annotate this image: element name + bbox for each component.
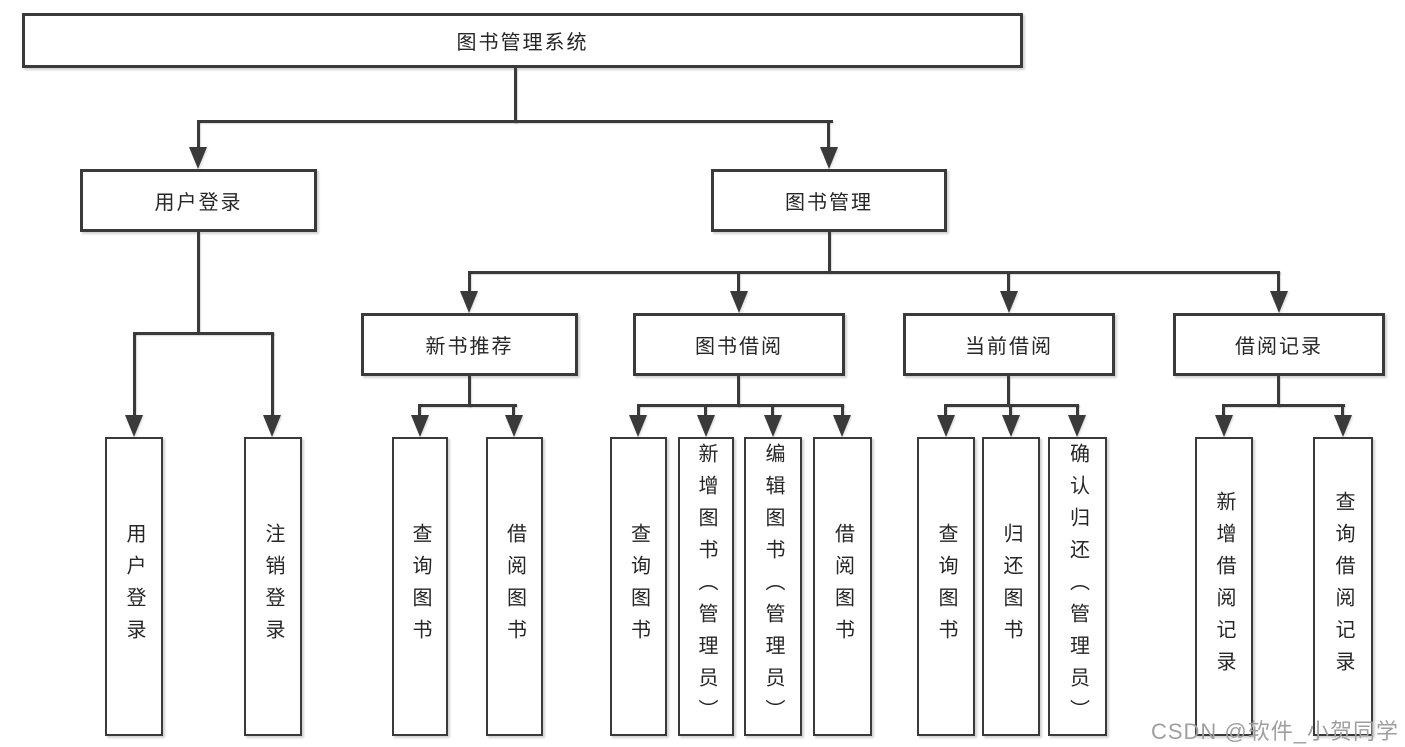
connector-line [133, 332, 136, 416]
node-book-borrow-label: 图书借阅 [695, 336, 783, 358]
node-borrow-records-label: 借阅记录 [1235, 336, 1323, 358]
arrow-down-icon [1215, 415, 1233, 437]
arrow-down-icon [1270, 291, 1288, 313]
arrow-down-icon [937, 415, 955, 437]
node-leaf-recommend-borrow-book-label: 借阅图书 [503, 522, 526, 651]
connector-line [737, 376, 740, 407]
node-current-borrow: 当前借阅 [903, 313, 1115, 376]
node-leaf-edit-book-admin-label: 编辑图书（管理员） [762, 442, 784, 731]
connector-line [468, 376, 471, 407]
node-leaf-recommend-query-book-label: 查询图书 [409, 522, 431, 651]
arrow-down-icon [460, 291, 478, 313]
node-user-login: 用户登录 [80, 169, 317, 232]
node-book-management-label: 图书管理 [785, 192, 873, 214]
arrow-down-icon [629, 415, 647, 437]
connector-line [1007, 376, 1010, 407]
node-root-label: 图书管理系统 [456, 32, 589, 54]
connector-line [1009, 404, 1012, 417]
node-leaf-borrow-query-book: 查询图书 [610, 437, 667, 736]
connector-line [944, 404, 947, 417]
node-leaf-return-book-label: 归还图书 [1000, 522, 1022, 651]
node-book-borrow: 图书借阅 [633, 313, 845, 376]
arrow-down-icon [189, 147, 207, 169]
connector-line [1277, 376, 1280, 407]
node-leaf-logout-label: 注销登录 [262, 522, 284, 651]
node-leaf-query-borrow-record: 查询借阅记录 [1313, 437, 1373, 736]
node-borrow-records: 借阅记录 [1173, 313, 1385, 376]
csdn-watermark: CSDN @软件_小贺同学 [1150, 719, 1399, 744]
arrow-down-icon [833, 415, 851, 437]
connector-line [197, 120, 200, 151]
connector-line [468, 271, 1280, 274]
connector-line [133, 332, 274, 335]
arrow-down-icon [1002, 415, 1020, 437]
arrow-down-icon [263, 415, 281, 437]
connector-line [418, 404, 517, 407]
connector-line [827, 120, 830, 151]
connector-line [737, 271, 740, 295]
connector-line [271, 332, 274, 416]
connector-line [637, 404, 640, 417]
node-leaf-edit-book-admin: 编辑图书（管理员） [744, 437, 802, 736]
connector-line [197, 120, 833, 123]
node-leaf-add-borrow-record: 新增借阅记录 [1195, 437, 1253, 736]
arrow-down-icon [505, 415, 523, 437]
arrow-down-icon [764, 415, 782, 437]
connector-line [828, 232, 831, 273]
node-leaf-logout: 注销登录 [244, 437, 302, 736]
connector-line [1277, 271, 1280, 295]
node-leaf-add-book-admin-label: 新增图书（管理员） [695, 442, 717, 731]
arrow-down-icon [1000, 291, 1018, 313]
node-user-login-label: 用户登录 [154, 192, 243, 214]
node-leaf-user-login: 用户登录 [105, 437, 163, 736]
node-leaf-user-login-label: 用户登录 [123, 522, 145, 651]
arrow-down-icon [1068, 415, 1086, 437]
node-leaf-current-query-book-label: 查询图书 [935, 522, 957, 651]
node-current-borrow-label: 当前借阅 [965, 336, 1053, 358]
arrow-down-icon [730, 291, 748, 313]
node-root: 图书管理系统 [22, 13, 1023, 68]
connector-line [197, 232, 200, 334]
node-leaf-recommend-borrow-book: 借阅图书 [486, 437, 543, 736]
node-leaf-confirm-return-admin-label: 确认归还（管理员） [1066, 442, 1089, 731]
connector-line [468, 271, 471, 295]
node-new-book-recommend-label: 新书推荐 [425, 336, 514, 358]
node-leaf-current-query-book: 查询图书 [917, 437, 975, 736]
connector-line [1341, 404, 1344, 417]
node-leaf-recommend-query-book: 查询图书 [392, 437, 448, 736]
arrow-down-icon [411, 415, 429, 437]
node-leaf-borrow-book-label: 借阅图书 [831, 522, 854, 651]
node-leaf-borrow-query-book-label: 查询图书 [627, 522, 650, 651]
node-leaf-return-book: 归还图书 [982, 437, 1040, 736]
arrow-down-icon [697, 415, 715, 437]
connector-line [1007, 271, 1010, 295]
node-book-management: 图书管理 [711, 169, 947, 232]
connector-line [704, 404, 707, 417]
connector-line [512, 404, 515, 417]
node-leaf-confirm-return-admin: 确认归还（管理员） [1048, 437, 1107, 736]
node-leaf-borrow-book: 借阅图书 [813, 437, 872, 736]
connector-line [637, 404, 844, 407]
arrow-down-icon [125, 415, 143, 437]
node-leaf-query-borrow-record-label: 查询借阅记录 [1332, 490, 1354, 683]
connector-line [1222, 404, 1225, 417]
node-new-book-recommend: 新书推荐 [361, 313, 578, 376]
arrow-down-icon [820, 147, 838, 169]
connector-line [1076, 404, 1079, 417]
arrow-down-icon [1334, 415, 1352, 437]
connector-line [418, 404, 421, 417]
connector-line [841, 404, 844, 417]
connector-line [514, 68, 517, 123]
node-leaf-add-borrow-record-label: 新增借阅记录 [1213, 490, 1235, 683]
connector-line [1222, 404, 1345, 407]
node-leaf-add-book-admin: 新增图书（管理员） [678, 437, 734, 736]
connector-line [771, 404, 774, 417]
